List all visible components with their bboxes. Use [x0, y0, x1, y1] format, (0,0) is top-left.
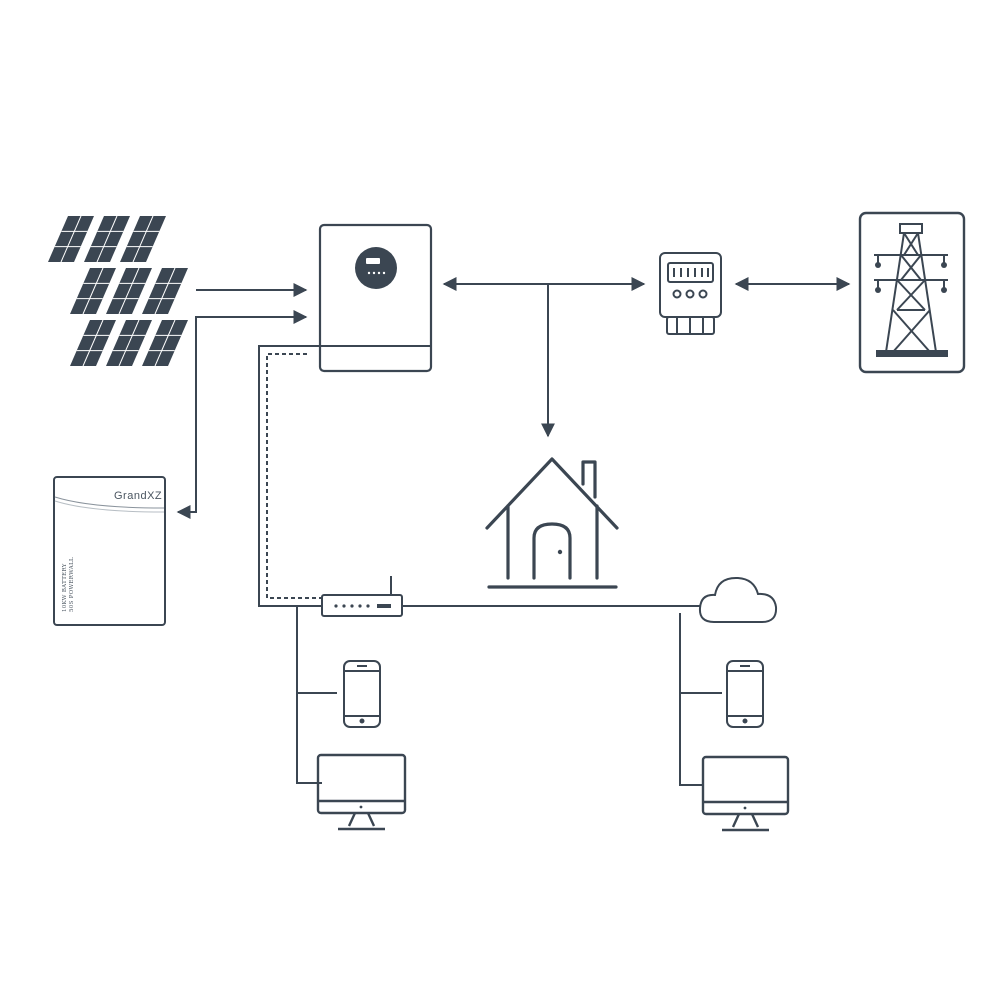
solar-panel-grid-line — [154, 267, 176, 315]
solar-panel-grid-line — [118, 319, 140, 367]
solar-panel-grid-line — [132, 215, 154, 263]
smartphone-icon — [343, 660, 381, 728]
inverter-icon — [318, 223, 433, 373]
battery-side-label-1: 10KW BATTERY — [62, 563, 68, 612]
transmission-tower-icon — [858, 211, 966, 374]
solar-panel-grid-line — [82, 319, 104, 367]
inverter-router-dashed-line — [266, 353, 322, 599]
monitor-icon — [316, 753, 407, 831]
solar-panel-grid-line — [60, 215, 82, 263]
left-device-tree — [296, 606, 322, 784]
battery-side-label-2: 50S POWERWALL — [69, 557, 75, 612]
house-icon — [485, 457, 619, 589]
battery-icon: GrandXZ 10KW BATTERY 50S POWERWALL — [53, 476, 166, 626]
inverter-router-line — [258, 345, 322, 607]
cloud-icon — [698, 576, 778, 623]
smartphone-icon — [726, 660, 764, 728]
connectors — [176, 277, 851, 786]
solar-panel-grid-line — [96, 215, 118, 263]
solar-panel-icon — [48, 215, 188, 367]
battery-brand-label: GrandXZ — [114, 490, 162, 502]
solar-panel-grid-line — [118, 267, 140, 315]
electric-meter-icon — [659, 252, 722, 335]
battery-inverter-arrow — [176, 310, 308, 519]
solar-panel-grid-line — [82, 267, 104, 315]
monitor-icon — [701, 755, 790, 832]
solar-panel-grid-line — [154, 319, 176, 367]
right-device-tree — [679, 613, 703, 786]
router-icon — [321, 576, 403, 617]
